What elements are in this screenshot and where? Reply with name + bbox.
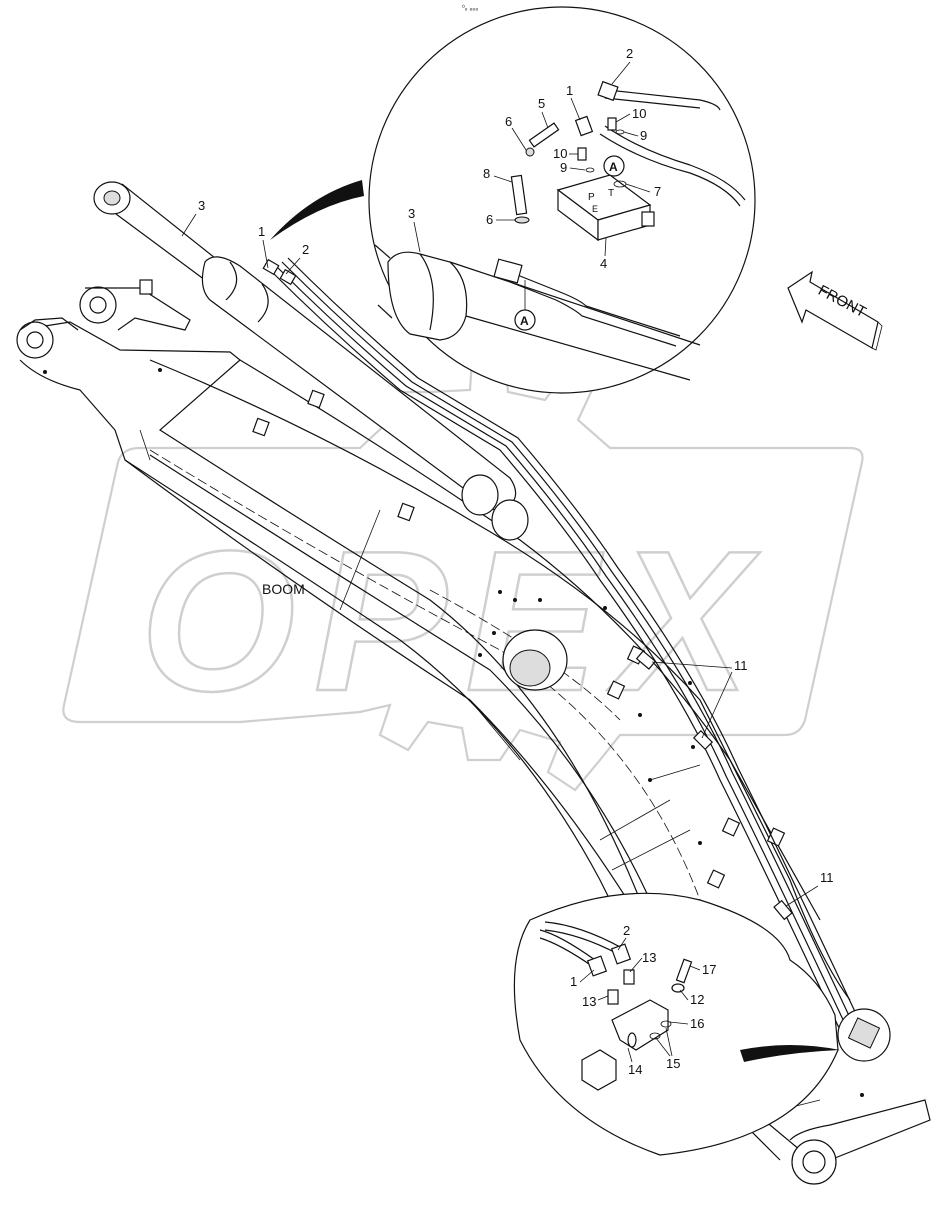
callout-top-4: 4 (600, 256, 607, 271)
callout-main-11a: 11 (734, 658, 748, 673)
detail-a-bottom: A (520, 314, 529, 328)
callout-main-3: 3 (198, 198, 205, 213)
header-code: ⁰ₒ ₈₈₈ (462, 4, 478, 12)
callout-top-10a: 10 (553, 146, 567, 161)
boom-label: BOOM (262, 581, 305, 597)
callout-bottom-17: 17 (702, 962, 716, 977)
callout-top-10b: 10 (632, 106, 646, 121)
callout-bottom-13a: 13 (642, 950, 656, 965)
front-direction-arrow: FRONT (787, 270, 883, 351)
callout-top-9b: 9 (640, 128, 647, 143)
port-e: E (592, 204, 598, 214)
watermark-text: OPEX (140, 510, 761, 733)
callout-bottom-13b: 13 (582, 994, 596, 1009)
callout-main-2: 2 (302, 242, 309, 257)
detail-a-top: A (609, 160, 618, 174)
port-p: P (588, 192, 595, 203)
detail-valve-view: A P T E A 1 2 3 (270, 6, 756, 394)
callout-top-3: 3 (408, 206, 415, 221)
callout-bottom-12: 12 (690, 992, 704, 1007)
main-callouts: 1 2 3 11 11 (181, 198, 834, 907)
hose-lines (262, 257, 859, 1031)
callout-bottom-15: 15 (666, 1056, 680, 1071)
callout-top-5: 5 (538, 96, 545, 111)
callout-top-9a: 9 (560, 160, 567, 175)
callout-bottom-1: 1 (570, 974, 577, 989)
watermark-logo: OPEX (62, 358, 864, 792)
port-t: T (608, 188, 614, 199)
boom-structure: BOOM (16, 279, 931, 1185)
callout-bottom-2: 2 (623, 923, 630, 938)
callout-top-8: 8 (483, 166, 490, 181)
callout-top-7: 7 (654, 184, 661, 199)
arm-cylinder (93, 181, 529, 541)
callout-top-1: 1 (566, 83, 573, 98)
callout-top-6b: 6 (486, 212, 493, 227)
callout-bottom-16: 16 (690, 1016, 704, 1031)
callout-main-11b: 11 (820, 870, 834, 885)
detail-clamp-view: 1 2 12 13 13 14 15 16 17 (513, 892, 891, 1156)
callout-bottom-14: 14 (628, 1062, 642, 1077)
callout-top-6a: 6 (505, 114, 512, 129)
callout-main-1: 1 (258, 224, 265, 239)
callout-top-2: 2 (626, 46, 633, 61)
